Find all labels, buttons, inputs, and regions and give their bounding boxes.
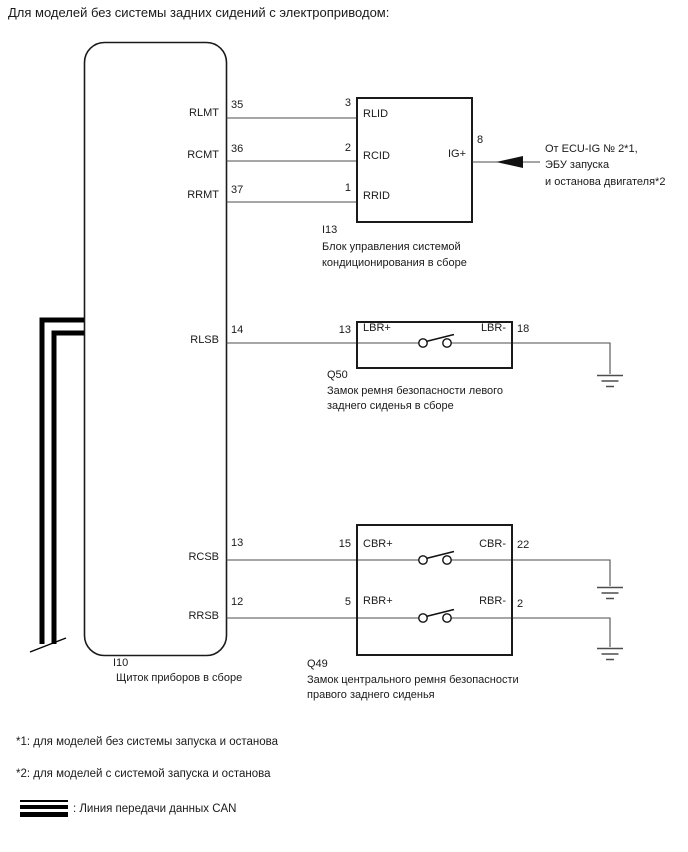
wires-q49: [226, 559, 611, 647]
pin-label-cbr-minus: CBR-: [479, 538, 506, 550]
pin-number: 35: [231, 99, 244, 111]
pin-label-lbr-minus: LBR-: [480, 322, 506, 334]
pin-number: 14: [231, 324, 244, 336]
can-bus-line: [29, 317, 84, 653]
switch-icon: [418, 333, 455, 348]
footnote-1: *1: для моделей без системы запуска и ос…: [16, 736, 279, 748]
q49-caption-line1: Замок центрального ремня безопасности: [307, 674, 519, 686]
pin-number: 18: [517, 323, 530, 335]
pin-label-rrsb: RRSB: [188, 610, 219, 622]
pin-label-rrmt: RRMT: [187, 189, 219, 201]
ig-note-line1: От ECU-IG № 2*1,: [545, 143, 638, 155]
pin-label-ig-plus: IG+: [447, 148, 466, 160]
i13-caption-line2: кондиционирования в сборе: [322, 257, 467, 269]
i10-box: [83, 41, 228, 657]
ground-icon: [597, 647, 623, 661]
q50-id: Q50: [327, 369, 348, 381]
ig-note-line3: и останова двигателя*2: [545, 176, 666, 188]
switch-icon: [418, 550, 455, 565]
wires-i10-to-i13: [226, 117, 357, 203]
footnote-2: *2: для моделей с системой запуска и ост…: [16, 768, 271, 780]
pin-number: 36: [231, 143, 244, 155]
pin-label-rlid: RLID: [363, 108, 389, 120]
pin-number: 5: [344, 596, 351, 608]
pin-number: 37: [231, 184, 244, 196]
q49-caption-line2: правого заднего сиденья: [307, 689, 435, 701]
q49-box: [356, 524, 513, 656]
pin-label-rbr-plus: RBR+: [363, 595, 393, 607]
pin-label-rlsb: RLSB: [190, 334, 219, 346]
pin-label-rlmt: RLMT: [189, 107, 219, 119]
can-legend-label: : Линия передачи данных CAN: [73, 803, 237, 815]
pin-label-rrid: RRID: [363, 190, 390, 202]
can-line-swatch-icon: [20, 800, 68, 817]
pin-number: 13: [231, 537, 244, 549]
pin-number: 2: [344, 142, 351, 154]
q50-caption-line2: заднего сиденья в сборе: [327, 400, 454, 412]
i10-id: I10: [113, 657, 129, 669]
i13-box: [356, 97, 473, 223]
pin-label-cbr-plus: CBR+: [363, 538, 393, 550]
q50-caption-line1: Замок ремня безопасности левого: [327, 385, 504, 397]
ground-icon: [597, 374, 623, 388]
pin-number: 15: [338, 538, 351, 550]
i13-id: I13: [322, 224, 338, 236]
pin-number: 8: [477, 134, 484, 146]
wire-rlsb: [226, 342, 611, 374]
q50-box: [356, 321, 513, 369]
arrow-left-icon: [496, 156, 523, 168]
pin-label-rbr-minus: RBR-: [479, 595, 506, 607]
pin-label-rcsb: RCSB: [188, 551, 219, 563]
i13-caption-line1: Блок управления системой: [322, 241, 461, 253]
pin-number: 13: [338, 324, 351, 336]
pin-number: 1: [344, 182, 351, 194]
ig-note-line2: ЭБУ запуска: [545, 159, 610, 171]
i10-caption: Щиток приборов в сборе: [116, 672, 243, 684]
pin-number: 3: [344, 97, 351, 109]
pin-number: 2: [517, 598, 524, 610]
diagram-title: Для моделей без системы задних сидений с…: [8, 5, 390, 20]
pin-label-rcmt: RCMT: [187, 149, 219, 161]
pin-number: 22: [517, 539, 530, 551]
pin-label-lbr-plus: LBR+: [363, 322, 391, 334]
pin-number: 12: [231, 596, 244, 608]
switch-icon: [418, 608, 455, 623]
ground-icon: [597, 586, 623, 600]
pin-label-rcid: RCID: [363, 150, 390, 162]
q49-id: Q49: [307, 658, 328, 670]
